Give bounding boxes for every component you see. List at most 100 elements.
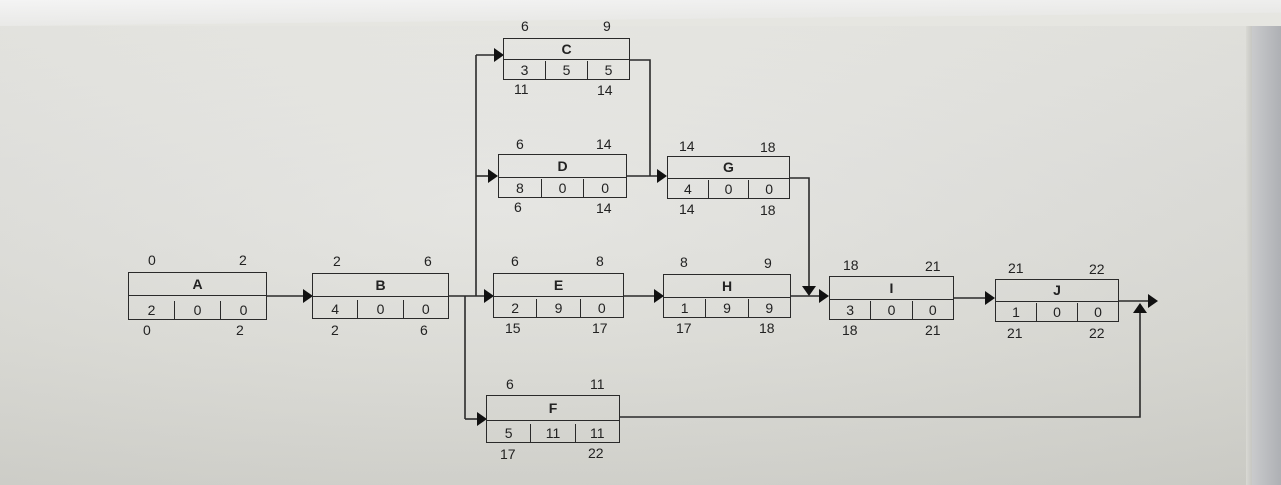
node-a-label: A xyxy=(129,273,266,296)
node-i-duration: 3 xyxy=(846,302,855,318)
node-a-ef: 2 xyxy=(239,252,247,268)
arrowhead-f-j xyxy=(1133,303,1147,313)
page-right-edge xyxy=(1252,26,1281,485)
node-b: B 4 0 0 xyxy=(312,273,449,319)
node-d-ef: 14 xyxy=(596,136,612,152)
arrowhead-e xyxy=(484,289,494,303)
node-f-duration: 5 xyxy=(504,425,513,441)
node-b-es: 2 xyxy=(333,253,341,269)
arrowhead-d xyxy=(488,169,498,183)
node-c-ls: 11 xyxy=(514,81,529,97)
arrowhead-i xyxy=(819,289,829,303)
node-a-es: 0 xyxy=(148,252,156,268)
node-f-ls: 17 xyxy=(500,446,516,462)
node-h-label: H xyxy=(664,275,790,298)
node-j-ef: 22 xyxy=(1089,261,1105,277)
node-j: J 1 0 0 xyxy=(995,279,1119,322)
node-a-slack: 0 xyxy=(174,301,220,319)
node-e-slack: 9 xyxy=(536,299,579,317)
node-b-slack-free: 0 xyxy=(402,300,448,318)
node-e-lf: 17 xyxy=(592,320,608,336)
node-c-slack-free: 5 xyxy=(587,61,629,79)
node-e-label: E xyxy=(494,274,623,297)
node-i-slack-free: 0 xyxy=(911,301,953,319)
node-d-label: D xyxy=(499,155,626,178)
node-b-label: B xyxy=(313,274,448,297)
node-d-lf: 14 xyxy=(596,200,612,216)
node-f-es: 6 xyxy=(506,376,514,392)
node-g-duration: 4 xyxy=(683,181,692,197)
node-c-slack: 5 xyxy=(545,61,587,79)
node-f-slack-free: 11 xyxy=(574,424,619,442)
node-i: I 3 0 0 xyxy=(829,276,954,320)
node-h-ef: 9 xyxy=(764,255,772,271)
arrowhead-g-i xyxy=(802,286,816,296)
node-j-ls: 21 xyxy=(1007,325,1023,341)
arrowhead-c xyxy=(494,48,504,62)
node-i-slack: 0 xyxy=(870,301,911,319)
node-d: D 8 0 0 xyxy=(498,154,627,198)
node-f-slack: 11 xyxy=(530,424,574,442)
edge-g-i xyxy=(789,177,810,287)
node-d-slack: 0 xyxy=(540,179,584,197)
node-j-es: 21 xyxy=(1008,260,1024,276)
node-d-ls: 6 xyxy=(514,199,522,215)
node-c: C 3 5 5 xyxy=(503,38,630,80)
node-i-label: I xyxy=(830,277,953,300)
node-d-es: 6 xyxy=(516,136,524,152)
node-c-label: C xyxy=(504,39,629,60)
node-b-slack: 0 xyxy=(357,300,402,318)
node-f: F 5 11 11 xyxy=(486,395,620,443)
node-i-ef: 21 xyxy=(925,258,941,274)
node-c-lf: 14 xyxy=(597,82,613,98)
node-g-slack: 0 xyxy=(707,180,749,198)
node-e-ls: 15 xyxy=(505,320,521,336)
node-i-ls: 18 xyxy=(842,322,858,338)
page-fold xyxy=(1246,26,1252,485)
arrowhead-end xyxy=(1148,294,1158,308)
node-a-lf: 2 xyxy=(236,322,244,338)
arrowhead-h xyxy=(654,289,664,303)
node-b-ef: 6 xyxy=(424,253,432,269)
node-g: G 4 0 0 xyxy=(667,156,790,199)
node-j-duration: 1 xyxy=(1012,304,1020,320)
node-h-lf: 18 xyxy=(759,320,775,336)
node-a-ls: 0 xyxy=(143,322,151,338)
node-e-es: 6 xyxy=(511,253,519,269)
node-c-ef: 9 xyxy=(603,18,611,34)
node-j-lf: 22 xyxy=(1089,325,1105,341)
node-g-slack-free: 0 xyxy=(748,180,789,198)
node-b-duration: 4 xyxy=(331,301,340,317)
node-d-duration: 8 xyxy=(515,180,524,196)
arrowhead-f xyxy=(477,412,487,426)
node-g-lf: 18 xyxy=(760,202,776,218)
node-h-slack-free: 9 xyxy=(747,299,790,317)
node-g-label: G xyxy=(668,157,789,179)
paper-page xyxy=(0,26,1252,485)
node-h-duration: 1 xyxy=(680,300,689,316)
node-b-ls: 2 xyxy=(331,322,339,338)
node-a-duration: 2 xyxy=(147,302,156,318)
node-e-ef: 8 xyxy=(596,253,604,269)
node-e: E 2 9 0 xyxy=(493,273,624,318)
node-g-es: 14 xyxy=(679,138,695,154)
node-f-ef: 11 xyxy=(590,376,605,392)
node-c-es: 6 xyxy=(521,18,529,34)
node-d-slack-free: 0 xyxy=(583,179,626,197)
node-j-slack-free: 0 xyxy=(1077,303,1118,321)
node-f-lf: 22 xyxy=(588,445,604,461)
edge-c-g xyxy=(629,59,651,176)
node-c-duration: 3 xyxy=(520,62,529,78)
node-g-ef: 18 xyxy=(760,139,776,155)
arrowhead-g xyxy=(657,169,667,183)
node-e-slack-free: 0 xyxy=(579,299,623,317)
arrowhead-j xyxy=(985,291,995,305)
node-f-label: F xyxy=(487,396,619,421)
node-j-label: J xyxy=(996,280,1118,302)
node-a-slack-free: 0 xyxy=(220,301,266,319)
node-h: H 1 9 9 xyxy=(663,274,791,318)
node-i-lf: 21 xyxy=(925,322,941,338)
arrowhead-b xyxy=(303,289,313,303)
node-b-lf: 6 xyxy=(420,322,428,338)
